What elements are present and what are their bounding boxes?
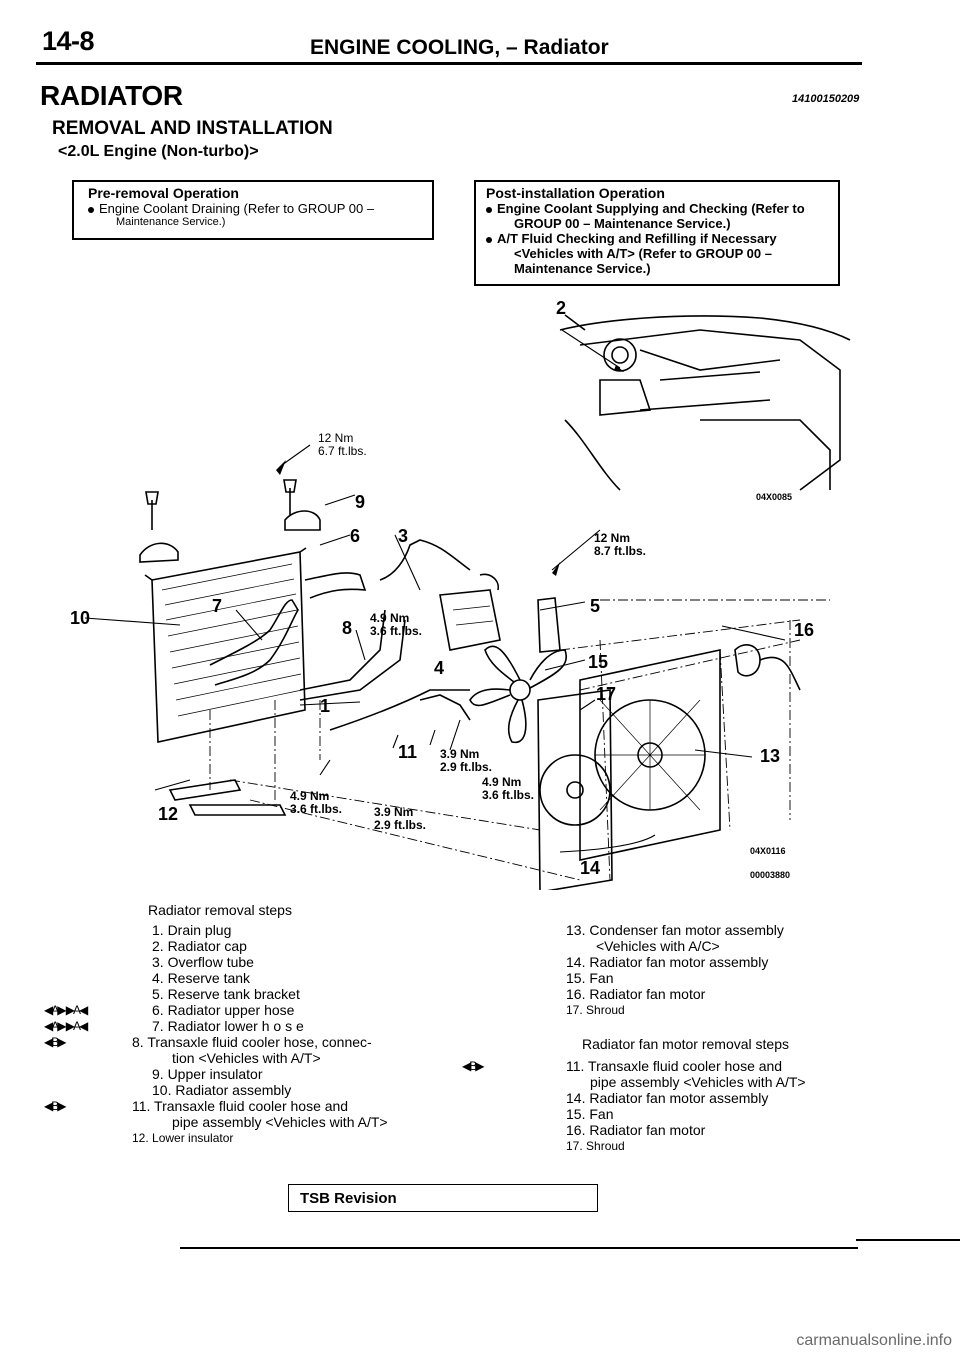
post-item2-line1: A/T Fluid Checking and Refilling if Nece…: [497, 231, 777, 246]
post-item1-line1: Engine Coolant Supplying and Checking (R…: [497, 201, 805, 216]
service-point-mark: ◀A▶ ▶A◀: [44, 1019, 88, 1033]
list-item: 3. Overflow tube: [152, 954, 254, 970]
callout-4: 4: [434, 658, 445, 678]
list-item: 13. Condenser fan motor assembly: [566, 922, 784, 938]
list-item: pipe assembly <Vehicles with A/T>: [172, 1114, 388, 1130]
fan-motor-steps-title: Radiator fan motor removal steps: [582, 1036, 789, 1052]
list-item: 2. Radiator cap: [152, 938, 247, 954]
callout-9: 9: [355, 492, 366, 512]
removal-steps-title: Radiator removal steps: [148, 902, 292, 918]
page-number: 14-8: [42, 26, 95, 56]
subtitle: REMOVAL AND INSTALLATION: [52, 118, 333, 139]
list-item: 11. Transaxle fluid cooler hose and: [566, 1058, 783, 1074]
list-item: 4. Reserve tank: [152, 970, 251, 986]
list-item: 7. Radiator lower h o s e: [152, 1018, 304, 1034]
section-title: RADIATOR: [40, 80, 183, 111]
watermark: carmanualsonline.info: [796, 1332, 952, 1349]
list-item: 11. Transaxle fluid cooler hose and: [132, 1098, 349, 1114]
right-steps-list: 13. Condenser fan motor assembly <Vehicl…: [566, 922, 784, 1018]
bullet-icon: [486, 206, 492, 213]
removal-steps-list: 1. Drain plug 2. Radiator cap 3. Overflo…: [132, 922, 388, 1146]
bullet-icon: [486, 236, 492, 243]
fan-motor-steps-list: 11. Transaxle fluid cooler hose and pipe…: [566, 1058, 806, 1154]
bullet-icon: [88, 206, 94, 213]
callout-3: 3: [398, 526, 409, 546]
callout-1: 1: [320, 696, 331, 716]
service-point-mark: ◀B▶: [462, 1059, 485, 1073]
callout-11: 11: [398, 742, 418, 762]
list-item: 14. Radiator fan motor assembly: [566, 954, 769, 970]
list-item: 6. Radiator upper hose: [152, 1002, 295, 1018]
list-item: 16. Radiator fan motor: [566, 986, 706, 1002]
list-item: pipe assembly <Vehicles with A/T>: [590, 1074, 806, 1090]
service-point-mark: ◀B▶: [44, 1035, 67, 1049]
header-title: ENGINE COOLING, – Radiator: [310, 36, 609, 59]
callout-12: 12: [158, 804, 179, 824]
pre-removal-title: Pre-removal Operation: [88, 185, 239, 201]
list-item: 9. Upper insulator: [152, 1066, 263, 1082]
callout-17: 17: [596, 684, 617, 704]
callout-13: 13: [760, 746, 781, 766]
radiator-exploded-view: [84, 314, 851, 890]
callout-5: 5: [590, 596, 601, 616]
figure-code: 00003880: [750, 870, 791, 880]
callout-6: 6: [350, 526, 361, 546]
tsb-revision-box: [288, 1184, 598, 1212]
callout-10: 10: [70, 608, 91, 628]
tsb-revision-label: TSB Revision: [300, 1190, 397, 1207]
service-point-mark: ◀B▶: [44, 1099, 67, 1113]
header-rule: [36, 62, 862, 65]
callout-15: 15: [588, 652, 609, 672]
pre-removal-box: Pre-removal Operation Engine Coolant Dra…: [72, 180, 434, 240]
post-item2-line2: <Vehicles with A/T> (Refer to GROUP 00 –: [514, 246, 772, 261]
list-item: 12. Lower insulator: [132, 1131, 234, 1145]
list-item: 8. Transaxle fluid cooler hose, connec-: [132, 1034, 372, 1050]
callout-14: 14: [580, 858, 601, 878]
pre-removal-line2: Maintenance Service.): [116, 216, 226, 228]
list-item: tion <Vehicles with A/T>: [172, 1050, 321, 1066]
figure-code: 04X0116: [750, 846, 786, 856]
pre-removal-line1: Engine Coolant Draining (Refer to GROUP …: [99, 201, 375, 216]
callout-2: 2: [556, 298, 567, 318]
post-installation-box: Post-installation Operation Engine Coola…: [474, 180, 840, 286]
list-item: 1. Drain plug: [152, 922, 232, 938]
figure-code: 04X0085: [756, 492, 793, 502]
footer-rule: [180, 1247, 858, 1249]
list-item: 15. Fan: [566, 970, 614, 986]
post-installation-title: Post-installation Operation: [486, 185, 665, 201]
post-item2-line3: Maintenance Service.): [514, 261, 651, 276]
list-item: <Vehicles with A/C>: [596, 938, 720, 954]
footer-rule: [856, 1239, 960, 1241]
list-item: 15. Fan: [566, 1106, 614, 1122]
list-item: 16. Radiator fan motor: [566, 1122, 706, 1138]
list-item: 14. Radiator fan motor assembly: [566, 1090, 769, 1106]
callout-8: 8: [342, 618, 353, 638]
list-item: 17. Shroud: [566, 1003, 625, 1017]
list-item: 17. Shroud: [566, 1139, 625, 1153]
callout-7: 7: [212, 596, 223, 616]
list-item: 5. Reserve tank bracket: [152, 986, 300, 1002]
callout-16: 16: [794, 620, 815, 640]
list-item: 10. Radiator assembly: [152, 1082, 292, 1098]
document-code: 14100150209: [792, 93, 860, 105]
service-point-mark: ◀A▶ ▶A◀: [44, 1003, 88, 1017]
engine-label: <2.0L Engine (Non-turbo)>: [58, 143, 259, 160]
post-item1-line2: GROUP 00 – Maintenance Service.): [514, 216, 731, 231]
